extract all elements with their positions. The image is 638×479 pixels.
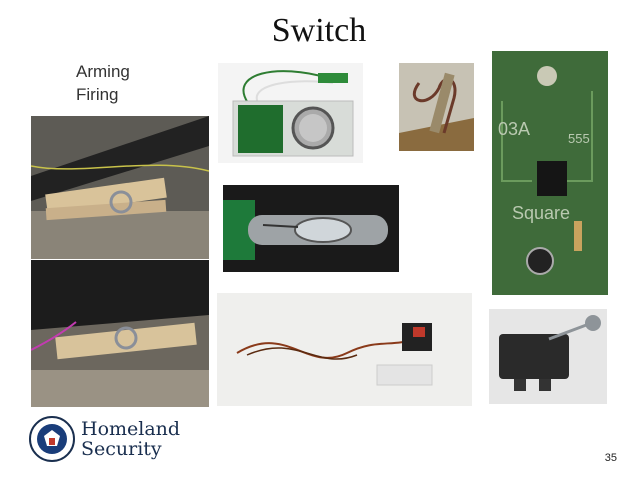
- homeland-security-logo: Homeland Security: [29, 416, 209, 464]
- logo-line-1: Homeland: [81, 418, 181, 440]
- pcb-caption: Square: [512, 203, 570, 223]
- photo-tilt-switch: [223, 185, 399, 272]
- slide-title: Switch: [271, 12, 367, 49]
- label-firing: Firing: [76, 85, 119, 104]
- label-arming: Arming: [76, 62, 130, 81]
- photo-wire-loop: [399, 63, 474, 151]
- pcb-chip-label: 555: [568, 131, 590, 146]
- logo-line-2: Security: [81, 438, 162, 460]
- arming-firing-labels: Arming Firing: [76, 60, 130, 106]
- page-number: 35: [604, 452, 617, 464]
- pcb-code: 03A: [498, 119, 530, 139]
- photo-clothespin-firing: [31, 260, 209, 407]
- dhs-seal-icon: [29, 416, 75, 462]
- photo-clothespin-arming: [31, 116, 209, 259]
- photo-wires-rocker-switch: [217, 293, 472, 406]
- photo-timer-circuit: [218, 63, 363, 163]
- photo-roller-microswitch: [489, 309, 607, 404]
- photo-555-pcb: 03A 555 Square: [492, 51, 608, 295]
